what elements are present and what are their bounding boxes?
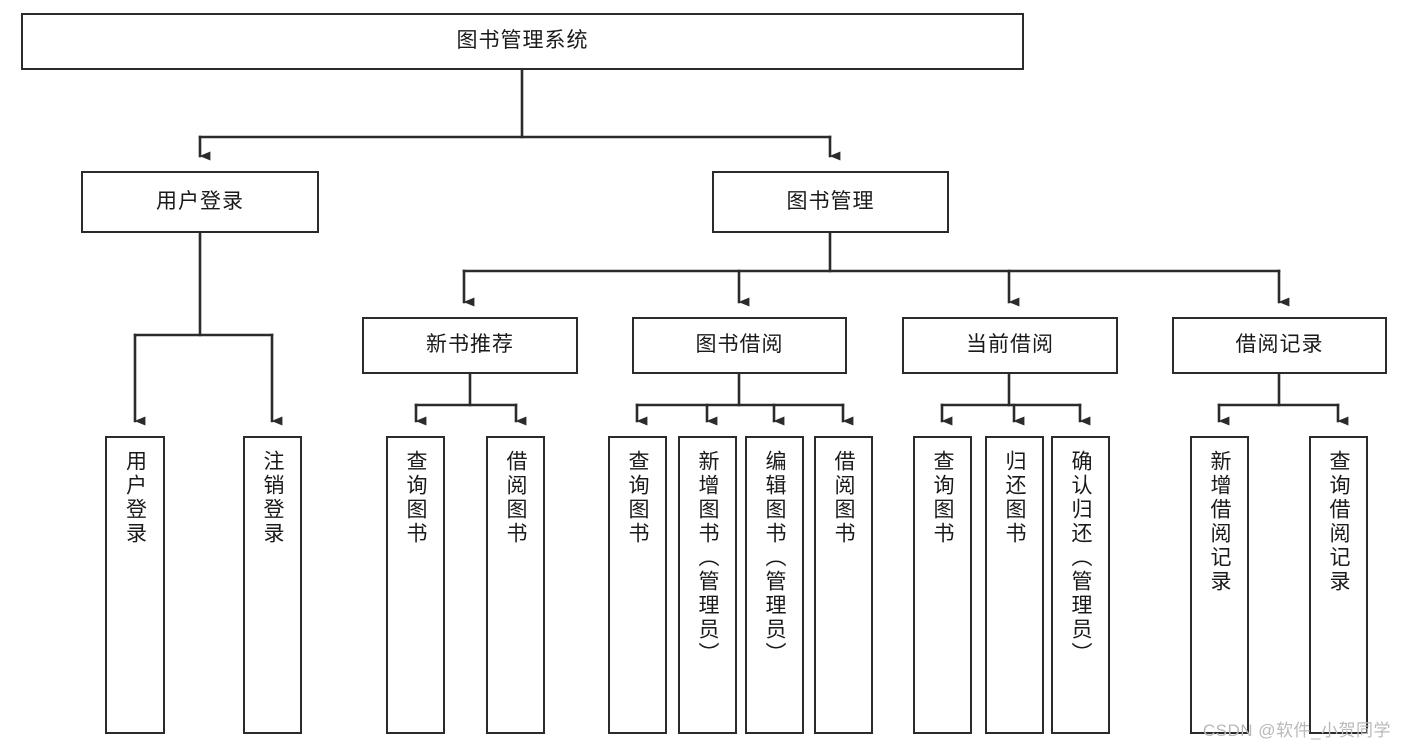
node-book-borrow[interactable]: 图书借阅 [632, 317, 847, 374]
leaf-confirm-return-admin[interactable]: 确认归还（管理员） [1051, 436, 1110, 734]
leaf-query-book-borrow-label: 查询图书 [626, 450, 649, 546]
root-connectors [198, 68, 841, 161]
leaf-borrow-book-label: 借阅图书 [832, 450, 855, 546]
leaf-return-book-label: 归还图书 [1003, 450, 1026, 546]
leaf-query-book-current[interactable]: 查询图书 [913, 436, 972, 734]
node-book-manage-label: 图书管理 [786, 189, 875, 213]
user-login-connectors [133, 231, 283, 426]
leaf-user-login-do[interactable]: 用户登录 [105, 436, 165, 734]
node-current-borrow[interactable]: 当前借阅 [902, 317, 1118, 374]
leaf-query-book-rec[interactable]: 查询图书 [386, 436, 445, 734]
node-borrow-record-label: 借阅记录 [1235, 333, 1324, 357]
leaf-user-logout-label: 注销登录 [261, 450, 284, 546]
leaf-edit-book-admin-label: 编辑图书（管理员） [763, 450, 786, 666]
leaf-user-logout[interactable]: 注销登录 [243, 436, 302, 734]
node-current-borrow-label: 当前借阅 [966, 333, 1054, 357]
node-new-book-recommend[interactable]: 新书推荐 [362, 317, 578, 374]
current-borrow-connectors [940, 372, 1091, 426]
book-borrow-connectors [635, 372, 854, 426]
leaf-add-borrow-record[interactable]: 新增借阅记录 [1190, 436, 1249, 734]
leaf-query-book-borrow[interactable]: 查询图书 [608, 436, 667, 734]
leaf-add-borrow-record-label: 新增借阅记录 [1208, 450, 1231, 594]
leaf-add-book-admin[interactable]: 新增图书（管理员） [678, 436, 737, 734]
leaf-borrow-book-rec[interactable]: 借阅图书 [486, 436, 545, 734]
leaf-borrow-book-rec-label: 借阅图书 [504, 450, 527, 546]
borrow-record-connectors [1217, 372, 1349, 426]
node-book-borrow-label: 图书借阅 [695, 333, 784, 357]
leaf-query-borrow-record[interactable]: 查询借阅记录 [1309, 436, 1368, 734]
leaf-edit-book-admin[interactable]: 编辑图书（管理员） [745, 436, 804, 734]
node-user-login[interactable]: 用户登录 [81, 171, 319, 233]
leaf-query-borrow-record-label: 查询借阅记录 [1327, 450, 1350, 594]
node-root-label: 图书管理系统 [456, 29, 589, 53]
leaf-confirm-return-admin-label: 确认归还（管理员） [1069, 450, 1092, 666]
node-root[interactable]: 图书管理系统 [21, 13, 1024, 70]
leaf-user-login-do-label: 用户登录 [123, 450, 147, 546]
node-user-login-label: 用户登录 [156, 189, 244, 213]
leaf-add-book-admin-label: 新增图书（管理员） [696, 450, 719, 666]
node-borrow-record[interactable]: 借阅记录 [1172, 317, 1387, 374]
node-book-manage[interactable]: 图书管理 [712, 171, 949, 233]
node-new-book-recommend-label: 新书推荐 [426, 333, 514, 357]
new-book-recommend-connectors [414, 372, 527, 426]
leaf-borrow-book[interactable]: 借阅图书 [814, 436, 873, 734]
book-manage-connectors [462, 231, 1290, 307]
leaf-query-book-rec-label: 查询图书 [404, 450, 427, 546]
leaf-return-book[interactable]: 归还图书 [985, 436, 1044, 734]
leaf-query-book-current-label: 查询图书 [931, 450, 954, 546]
